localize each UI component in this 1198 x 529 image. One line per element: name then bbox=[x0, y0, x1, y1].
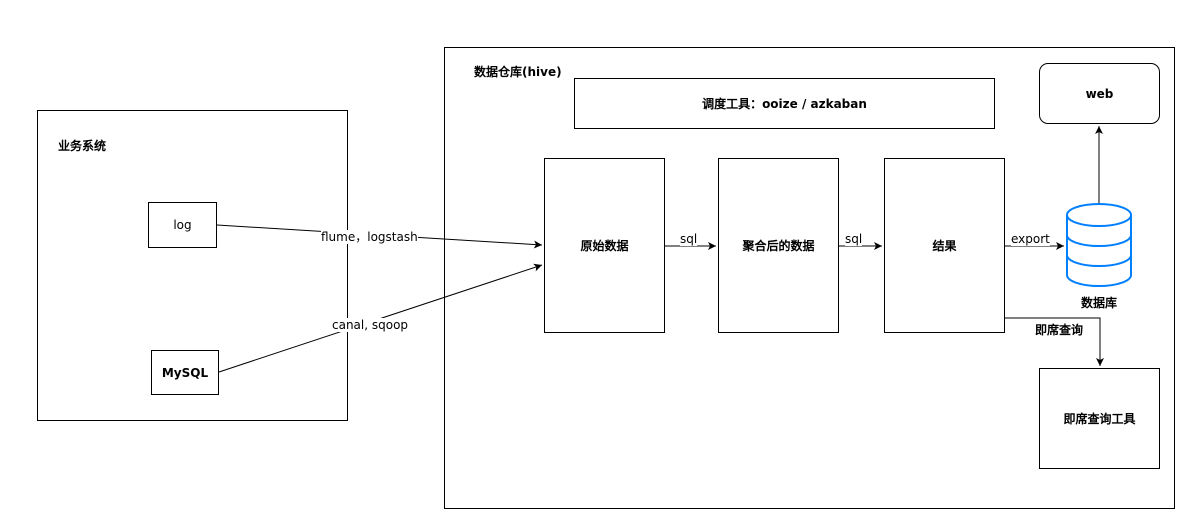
mysql-node[interactable]: MySQL bbox=[151, 350, 219, 395]
scheduler-label: 调度工具：ooize / azkaban bbox=[702, 97, 867, 111]
data-warehouse-title: 数据仓库(hive) bbox=[474, 65, 562, 79]
business-system-title: 业务系统 bbox=[58, 139, 107, 153]
raw-data-label: 原始数据 bbox=[580, 239, 629, 253]
adhoc-tool-label: 即席查询工具 bbox=[1063, 412, 1136, 426]
edge-label-export: export bbox=[1011, 232, 1050, 246]
aggregated-data-node[interactable]: 聚合后的数据 bbox=[718, 158, 839, 333]
edge-label-flume: flume，logstash bbox=[321, 230, 418, 244]
raw-data-node[interactable]: 原始数据 bbox=[544, 158, 665, 333]
database-label: 数据库 bbox=[1081, 296, 1118, 310]
result-label: 结果 bbox=[932, 239, 957, 253]
web-node[interactable]: web bbox=[1039, 63, 1160, 124]
scheduler-node[interactable]: 调度工具：ooize / azkaban bbox=[574, 78, 995, 129]
adhoc-tool-node[interactable]: 即席查询工具 bbox=[1039, 368, 1160, 469]
aggregated-data-label: 聚合后的数据 bbox=[742, 239, 815, 253]
result-node[interactable]: 结果 bbox=[884, 158, 1005, 333]
log-label: log bbox=[173, 218, 192, 232]
web-label: web bbox=[1085, 86, 1114, 101]
log-node[interactable]: log bbox=[148, 202, 217, 248]
edge-label-adhoc-query: 即席查询 bbox=[1035, 323, 1084, 337]
edge-label-sql-1: sql bbox=[680, 232, 698, 246]
edge-label-canal: canal, sqoop bbox=[332, 318, 409, 332]
edge-label-sql-2: sql bbox=[845, 232, 863, 246]
mysql-label: MySQL bbox=[161, 365, 209, 380]
